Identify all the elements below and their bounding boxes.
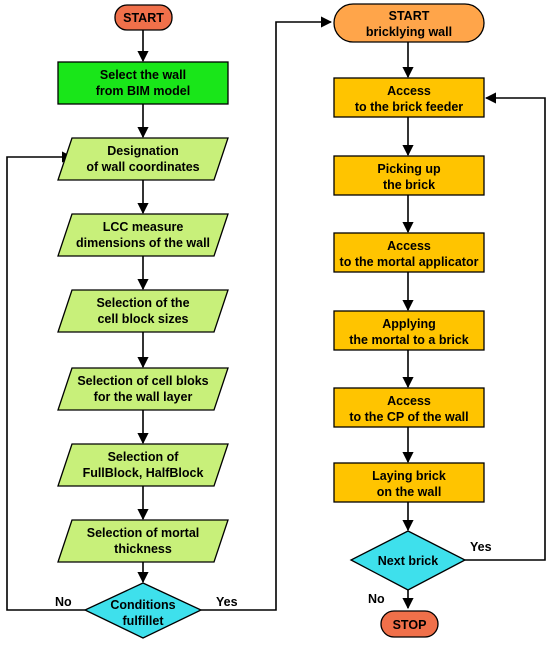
mortal-thickness-node: Selection of mortal thickness xyxy=(57,519,229,563)
next-brick-yes-label: Yes xyxy=(470,540,492,554)
laying-line2: on the wall xyxy=(377,485,442,499)
stop-label: STOP xyxy=(393,618,427,632)
applicator-node: Access to the mortal applicator xyxy=(333,232,485,273)
conditions-no-label: No xyxy=(55,595,72,609)
full-half-node: Selection of FullBlock, HalfBlock xyxy=(57,443,229,487)
applying-node: Applying the mortal to a brick xyxy=(333,310,485,351)
conditions-line2: fulfillet xyxy=(123,614,165,628)
designation-line2: of wall coordinates xyxy=(86,160,199,174)
cell-bloks-node: Selection of cell bloks for the wall lay… xyxy=(57,367,229,411)
conditions-decision: Conditions fulfillet xyxy=(83,582,203,639)
next-brick-decision: Next brick xyxy=(349,530,467,591)
picking-node: Picking up the brick xyxy=(333,155,485,196)
cell-bloks-line2: for the wall layer xyxy=(94,390,193,404)
next-brick-label: Next brick xyxy=(378,554,438,568)
next-brick-no-label: No xyxy=(368,592,385,606)
block-sizes-node: Selection of the cell block sizes xyxy=(57,289,229,333)
laying-node: Laying brick on the wall xyxy=(333,462,485,503)
select-wall-node: Select the wall from BIM model xyxy=(57,61,229,105)
picking-line1: Picking up xyxy=(377,162,441,176)
cell-bloks-line1: Selection of cell bloks xyxy=(77,374,208,388)
right-start-line2: bricklying wall xyxy=(366,25,452,39)
applicator-line1: Access xyxy=(387,239,431,253)
laying-line1: Laying brick xyxy=(372,469,446,483)
conditions-line1: Conditions xyxy=(110,598,175,612)
cp-node: Access to the CP of the wall xyxy=(333,387,485,428)
cp-line2: to the CP of the wall xyxy=(349,410,468,424)
right-edges xyxy=(402,42,546,610)
right-start-node: START bricklying wall xyxy=(333,3,485,43)
edge-next-yes-loop xyxy=(465,92,546,561)
mortal-thickness-line2: thickness xyxy=(114,542,172,556)
lcc-measure-node: LCC measure dimensions of the wall xyxy=(57,213,229,257)
edge-conditions-no-loop xyxy=(6,151,85,611)
block-sizes-line2: cell block sizes xyxy=(97,312,188,326)
lcc-line2: dimensions of the wall xyxy=(76,236,210,250)
conditions-yes-label: Yes xyxy=(216,595,238,609)
left-start-label: START xyxy=(123,11,164,25)
designation-node: Designation of wall coordinates xyxy=(57,137,229,181)
feeder-node: Access to the brick feeder xyxy=(333,77,485,118)
left-edges xyxy=(6,16,333,611)
stop-node: STOP xyxy=(380,610,439,638)
select-wall-line2: from BIM model xyxy=(96,84,190,98)
picking-line2: the brick xyxy=(383,178,435,192)
designation-line1: Designation xyxy=(107,144,179,158)
lcc-line1: LCC measure xyxy=(103,220,184,234)
block-sizes-line1: Selection of the xyxy=(96,296,189,310)
select-wall-line1: Select the wall xyxy=(100,68,186,82)
full-half-line2: FullBlock, HalfBlock xyxy=(83,466,204,480)
feeder-line1: Access xyxy=(387,84,431,98)
mortal-thickness-line1: Selection of mortal xyxy=(87,526,200,540)
cp-line1: Access xyxy=(387,394,431,408)
left-start-node: START xyxy=(114,4,173,31)
applicator-line2: to the mortal applicator xyxy=(340,255,479,269)
feeder-line2: to the brick feeder xyxy=(355,100,463,114)
edge-conditions-yes-to-right xyxy=(201,16,333,611)
full-half-line1: Selection of xyxy=(108,450,180,464)
right-start-line1: START xyxy=(389,9,430,23)
applying-line1: Applying xyxy=(382,317,435,331)
applying-line2: the mortal to a brick xyxy=(349,333,469,347)
